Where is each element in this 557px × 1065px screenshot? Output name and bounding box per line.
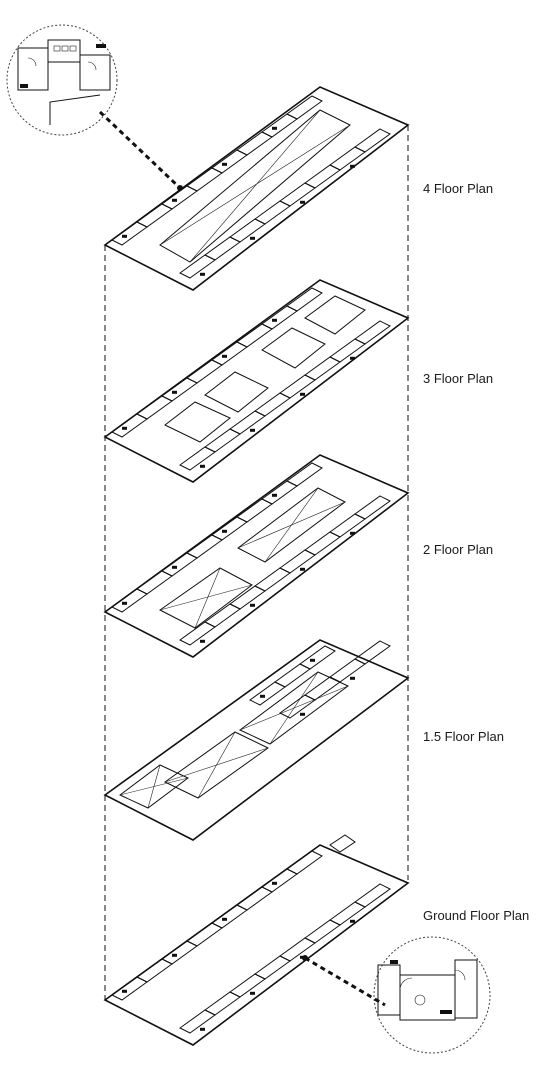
floor-plan-2 — [103, 454, 410, 658]
detail-leader-top — [98, 110, 182, 190]
label-ground-floor: Ground Floor Plan — [423, 908, 530, 923]
floor-plan-4 — [103, 86, 410, 291]
label-floor-2: 2 Floor Plan — [423, 542, 494, 557]
label-floor-3: 3 Floor Plan — [423, 371, 494, 386]
floor-plan-1-5 — [103, 639, 410, 841]
detail-bubble-bottom — [373, 936, 491, 1054]
vertical-guides — [104, 125, 409, 1000]
detail-bubble-top — [6, 24, 118, 136]
floor-plan-3 — [103, 279, 410, 483]
label-floor-4: 4 Floor Plan — [423, 181, 494, 196]
floor-plan-ground — [103, 834, 410, 1046]
label-floor-1-5: 1.5 Floor Plan — [423, 729, 504, 744]
detail-leader-bottom — [304, 956, 386, 1007]
